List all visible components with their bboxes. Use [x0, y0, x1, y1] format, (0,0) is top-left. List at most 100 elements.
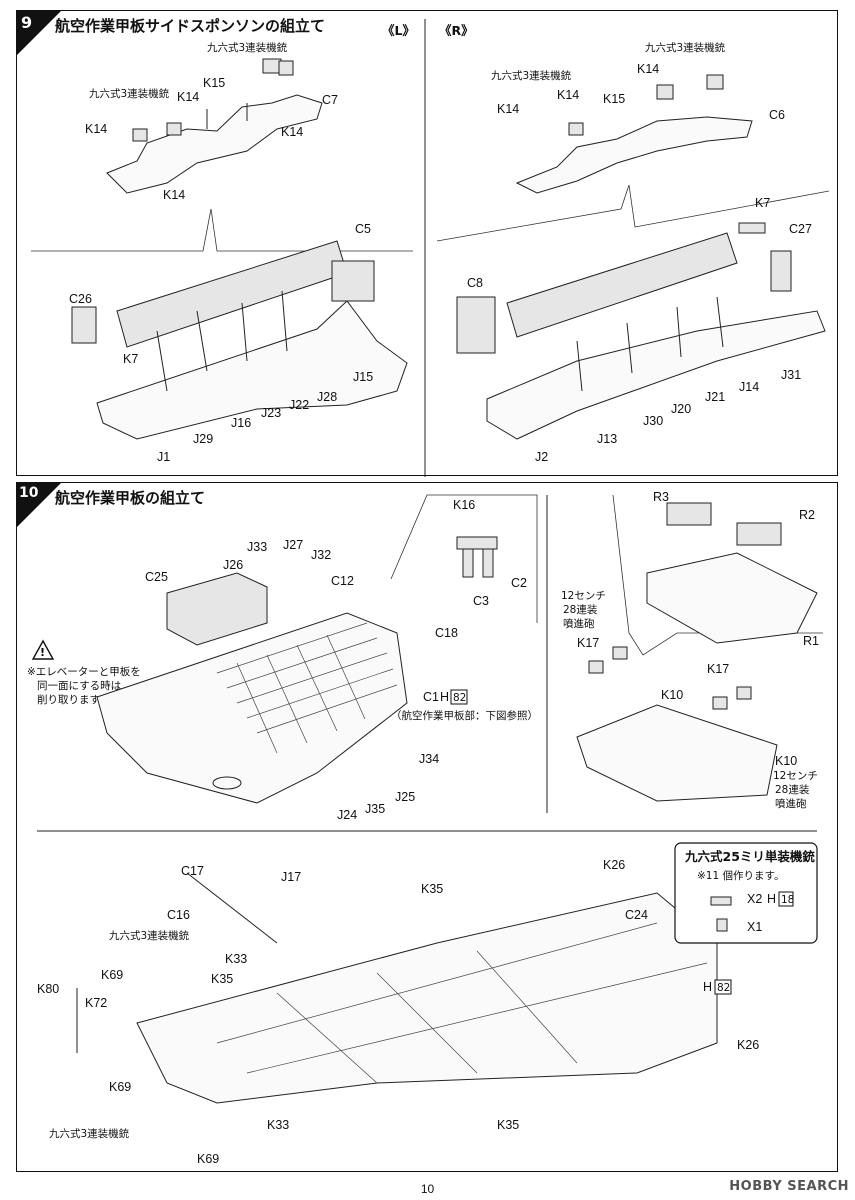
- step-10-number: 10: [19, 485, 39, 501]
- warning-text-3: 削り取ります。: [37, 693, 109, 706]
- part-K35-c: K35: [497, 1118, 519, 1132]
- left-part-J16: J16: [231, 416, 251, 430]
- part-R3: R3: [653, 490, 669, 504]
- part-C1-H: H: [440, 690, 449, 704]
- launcher-label-a-1: 12センチ: [561, 590, 606, 602]
- right-part-J2: J2: [535, 450, 548, 464]
- part-H82-lower-number: 82: [717, 982, 730, 994]
- left-part-K14-b: K14: [85, 122, 107, 136]
- step-9-title: 航空作業甲板サイドスポンソンの組立て: [55, 17, 326, 35]
- step-9-badge: [17, 11, 61, 55]
- part-X2-H18-number: 18: [781, 894, 794, 906]
- step-10-diagram: ! ※エレベーターと甲板を 同一面にする時は 削り取ります。 C25 J26: [27, 490, 823, 1166]
- warning-text-1: ※エレベーターと甲板を: [27, 665, 141, 678]
- warning-text-2: 同一面にする時は: [37, 680, 121, 692]
- right-part-C8: C8: [467, 276, 483, 290]
- part-C18: C18: [435, 626, 458, 640]
- part-X1: X1: [747, 920, 762, 934]
- part-K10-a: K10: [661, 688, 683, 702]
- bracket-callout-line: [390, 494, 538, 623]
- launcher-label-a-3: 噴進砲: [563, 617, 595, 630]
- part-J25: J25: [395, 790, 415, 804]
- left-part-K14-c: K14: [281, 125, 303, 139]
- part-C16: C16: [167, 908, 190, 922]
- left-part-J23: J23: [261, 406, 281, 420]
- part-X2-H18-box: [778, 891, 794, 907]
- part-K17-b: K17: [707, 662, 729, 676]
- single-mg-note: ※11 個作ります。: [697, 869, 784, 882]
- part-C3: C3: [473, 594, 489, 608]
- right-sponson-subassembly: [515, 74, 753, 194]
- left-part-J28: J28: [317, 390, 337, 404]
- step-9-number: 9: [21, 13, 33, 32]
- part-X2: X2: [747, 892, 762, 906]
- part-J26: J26: [223, 558, 243, 572]
- part-K35-a: K35: [421, 882, 443, 896]
- part-K26-a: K26: [603, 858, 625, 872]
- right-part-C6: C6: [769, 108, 785, 122]
- part-K33-a: K33: [225, 952, 247, 966]
- left-hull-side: [71, 240, 408, 440]
- left-part-J15: J15: [353, 370, 373, 384]
- part-J34: J34: [419, 752, 439, 766]
- step-10-panel: 10 航空作業甲板の組立て ! ※エレベーターと甲板を 同一面にする時は 削り取…: [16, 482, 838, 1172]
- part-X2-H: H: [767, 892, 776, 906]
- part-K69-c: K69: [197, 1152, 219, 1166]
- right-side-label: 《R》: [439, 23, 474, 38]
- right-mg-label-1: 九六式3連装機銃: [491, 69, 572, 82]
- single-mg-title: 九六式25ミリ単装機銃: [684, 849, 815, 864]
- part-K35-b: K35: [211, 972, 233, 986]
- part-C1: C1: [423, 690, 439, 704]
- svg-text:!: !: [40, 646, 45, 659]
- part-K80: K80: [37, 982, 59, 996]
- right-part-K14-a: K14: [637, 62, 659, 76]
- page-number: 10: [420, 1182, 435, 1196]
- left-part-C7: C7: [322, 93, 338, 107]
- part-J33: J33: [247, 540, 267, 554]
- part-J24: J24: [337, 808, 357, 822]
- right-part-C27: C27: [789, 222, 812, 236]
- flight-deck-lower: [76, 872, 718, 1104]
- left-part-K15: K15: [203, 76, 225, 90]
- right-part-J14: J14: [739, 380, 759, 394]
- right-part-K7: K7: [755, 196, 770, 210]
- launcher-label-b-1: 12センチ: [773, 770, 818, 782]
- right-callout-line: [436, 184, 830, 242]
- part-C17: C17: [181, 864, 204, 878]
- left-callout-line: [31, 208, 413, 252]
- right-part-K15: K15: [603, 92, 625, 106]
- right-hull-side: [456, 222, 826, 440]
- launcher-platform-top: [646, 502, 818, 644]
- part-K26-b: K26: [737, 1038, 759, 1052]
- part-K72: K72: [85, 996, 107, 1010]
- watermark: HOBBY SEARCH: [729, 1179, 849, 1194]
- warning-icon: !: [31, 639, 55, 660]
- right-part-J21: J21: [705, 390, 725, 404]
- part-J17: J17: [281, 870, 301, 884]
- part-J35: J35: [365, 802, 385, 816]
- deck-assembly: [96, 572, 408, 804]
- left-part-C5: C5: [355, 222, 371, 236]
- part-H82-box: [450, 689, 468, 705]
- part-K69-a: K69: [101, 968, 123, 982]
- part-C2: C2: [511, 576, 527, 590]
- part-K10-b: K10: [775, 754, 797, 768]
- launcher-label-b-3: 噴進砲: [775, 797, 807, 810]
- left-part-J29: J29: [193, 432, 213, 446]
- right-part-K14-b: K14: [497, 102, 519, 116]
- single-mg-box: 九六式25ミリ単装機銃 ※11 個作ります。 X2 H 18 X1: [674, 842, 818, 944]
- part-H82-number: 82: [453, 692, 466, 704]
- left-part-C26: C26: [69, 292, 92, 306]
- bracket-part: [456, 536, 498, 578]
- step-9-panel: 9 航空作業甲板サイドスポンソンの組立て 《L》 《R》 九六式3連装機銃 九六…: [16, 10, 838, 477]
- left-part-J1: J1: [157, 450, 170, 464]
- part-J32: J32: [311, 548, 331, 562]
- right-part-J13: J13: [597, 432, 617, 446]
- left-part-K7: K7: [123, 352, 138, 366]
- right-part-J30: J30: [643, 414, 663, 428]
- deck-note: （航空作業甲板部：下図参照）: [391, 709, 538, 722]
- part-C12: C12: [331, 574, 354, 588]
- left-part-K14-a: K14: [177, 90, 199, 104]
- left-mg-label-2: 九六式3連装機銃: [207, 41, 288, 54]
- part-H82-lower-box: [714, 979, 732, 995]
